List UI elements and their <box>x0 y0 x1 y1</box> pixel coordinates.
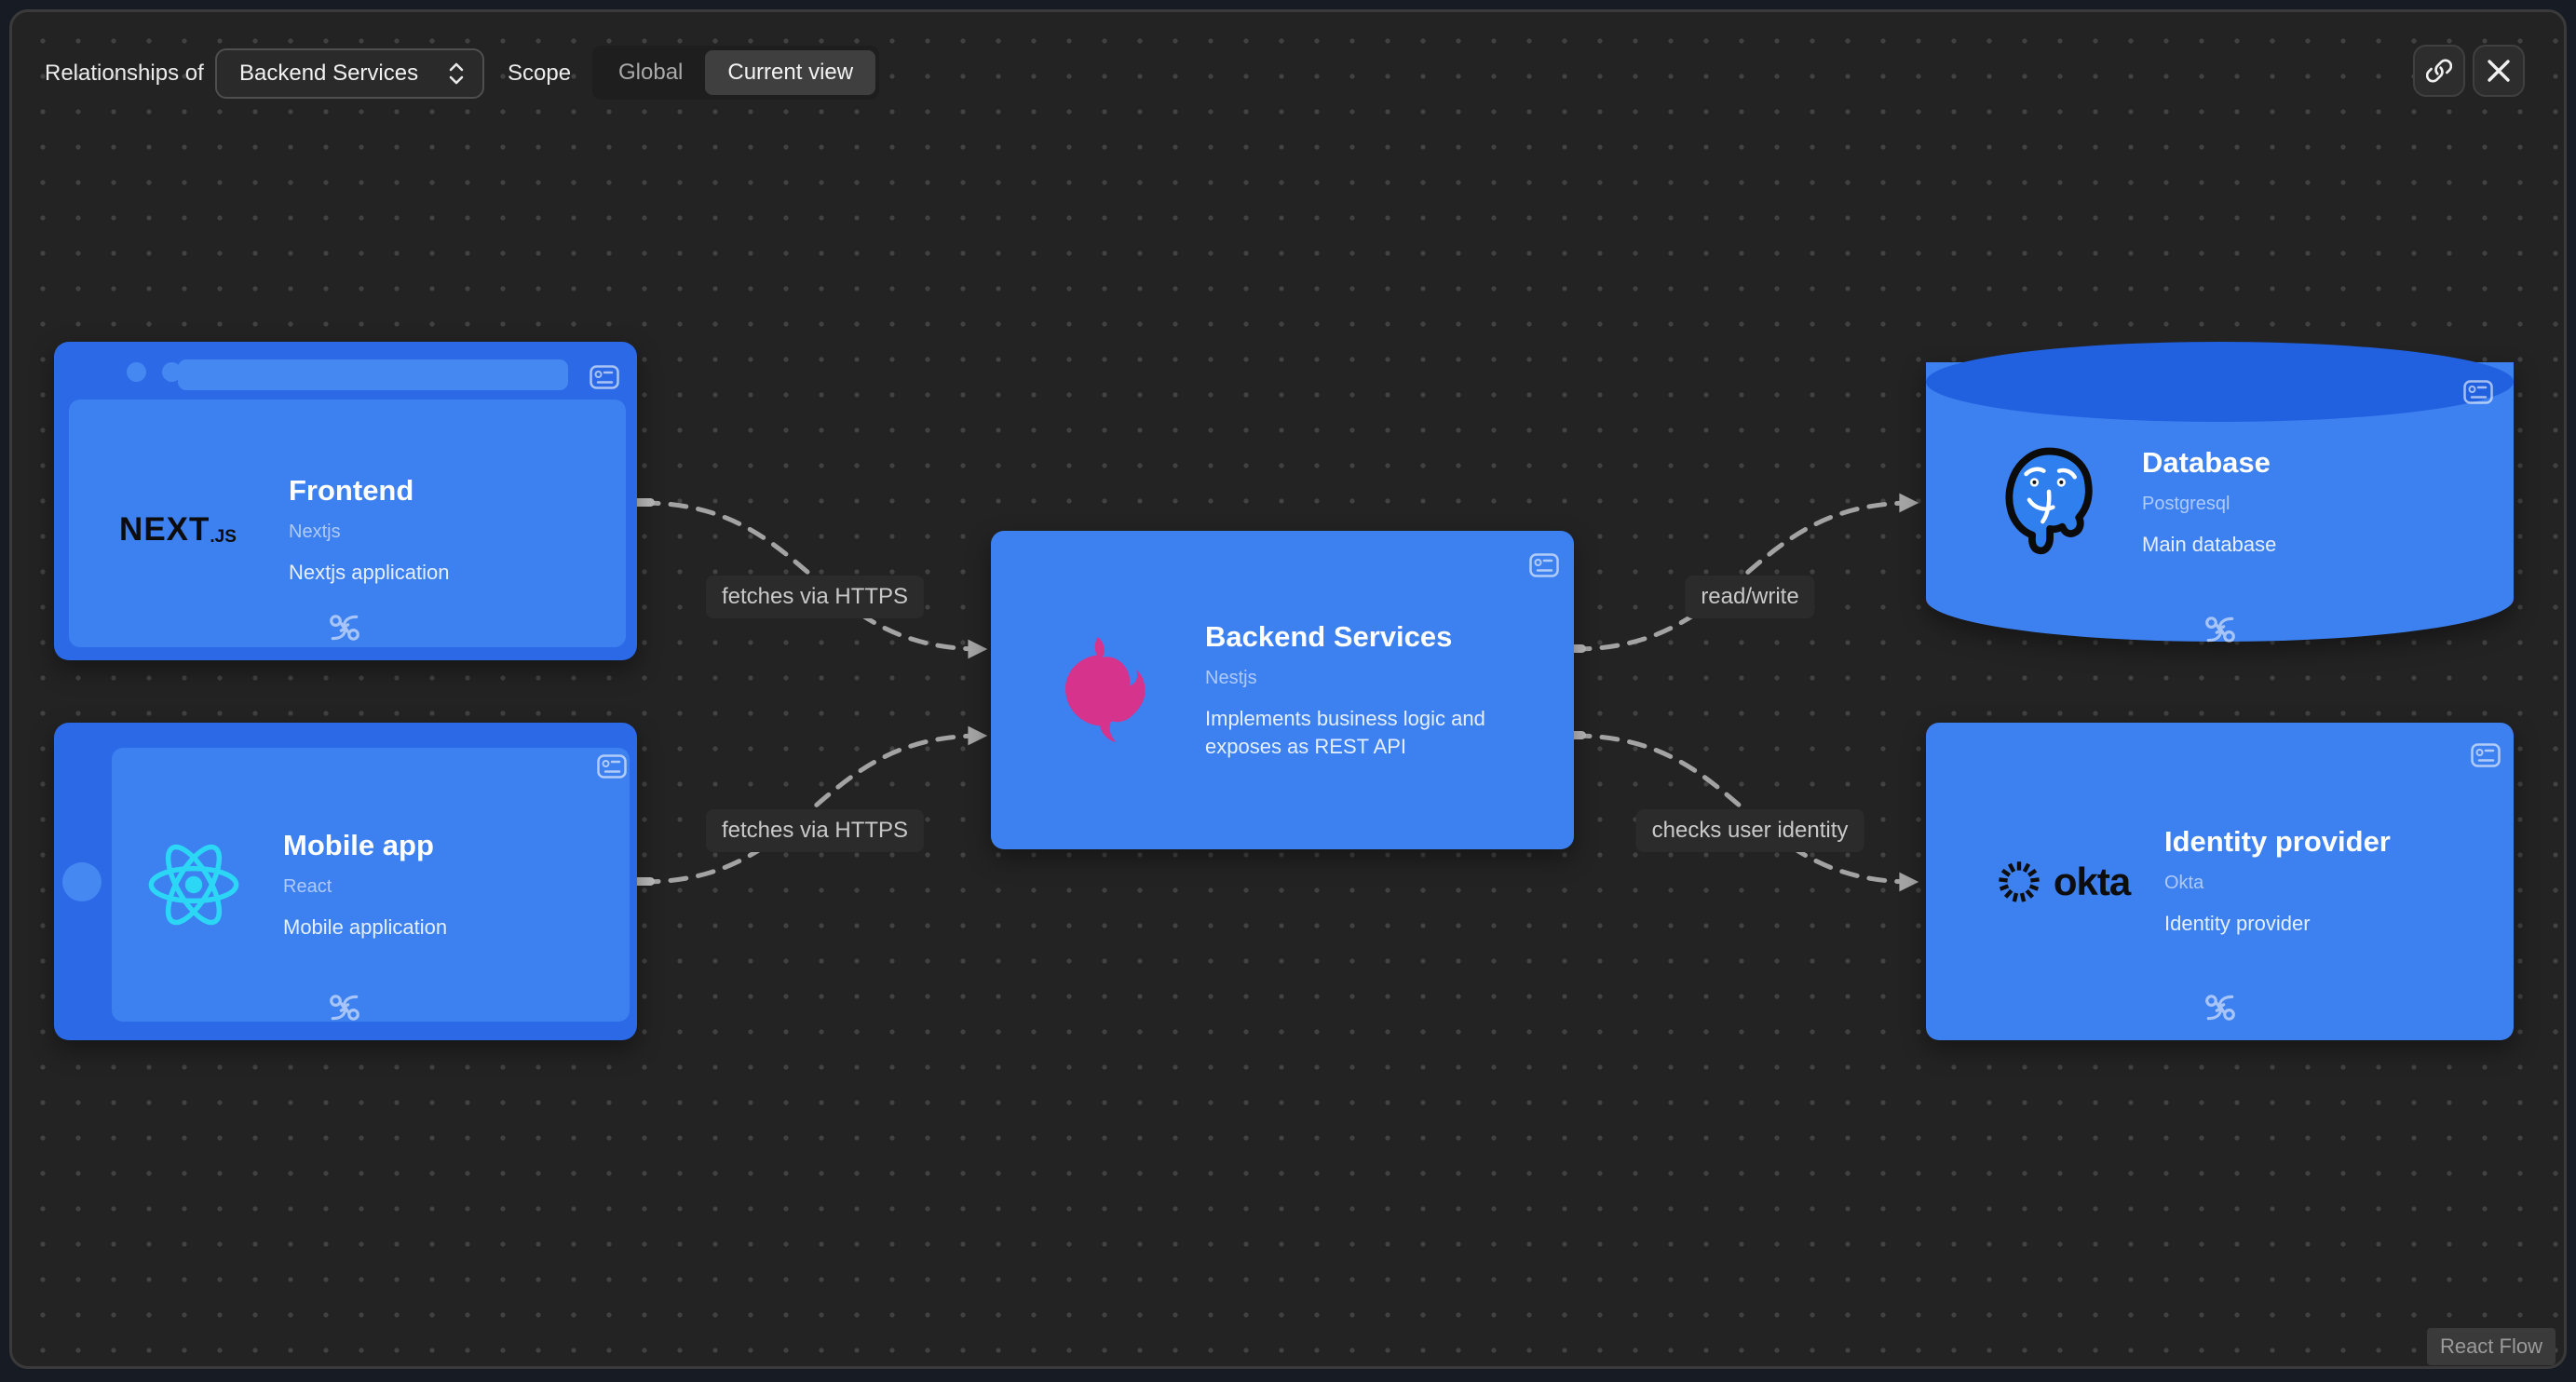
scope-option-global[interactable]: Global <box>618 60 684 85</box>
nestjs-logo <box>1047 635 1157 745</box>
edge-label: checks user identity <box>1635 809 1864 852</box>
handle-mobile-source[interactable] <box>630 877 655 886</box>
node-tech: Okta <box>2164 873 2204 894</box>
node-title: Frontend <box>289 473 414 507</box>
handle-backend-source-top[interactable] <box>1562 644 1586 653</box>
close-button[interactable] <box>2473 45 2525 97</box>
node-body: Backend Services Nestjs Implements busin… <box>991 531 1574 849</box>
relationships-of-label: Relationships of <box>45 61 204 86</box>
node-tech: Nextjs <box>289 521 341 542</box>
chevron-up-down-icon <box>449 62 464 85</box>
phone-home-button <box>62 862 102 901</box>
node-title: Mobile app <box>283 828 434 861</box>
node-description: Main database <box>2142 532 2277 556</box>
node-tech: React <box>283 875 332 897</box>
node-body: Mobile app React Mobile application <box>112 748 630 1022</box>
edge-backend-database <box>1571 493 1919 652</box>
edge-mobile-backend <box>640 725 988 885</box>
details-card-icon[interactable] <box>590 365 619 389</box>
link-icon <box>2426 59 2452 83</box>
browser-dot <box>162 362 182 382</box>
node-title: Identity provider <box>2164 825 2391 859</box>
node-title: Backend Services <box>1205 619 1453 653</box>
postgresql-logo <box>1989 446 2108 558</box>
scope-option-current-view[interactable]: Current view <box>705 50 876 95</box>
relationships-icon[interactable] <box>2203 615 2237 644</box>
nextjs-logo: NEXT.JS <box>119 511 237 548</box>
details-card-icon[interactable] <box>1529 553 1559 577</box>
details-card-icon[interactable] <box>2471 743 2501 767</box>
node-tech: Postgresql <box>2142 493 2230 514</box>
edge-label: read/write <box>1685 576 1815 618</box>
node-body: okta Identity provider Okta Identity pro… <box>1926 723 2514 1040</box>
okta-logo: okta <box>1991 855 2131 909</box>
node-description: Implements business logic and exposes as… <box>1205 706 1485 758</box>
edge-backend-identity <box>1571 733 1919 892</box>
close-icon <box>2488 60 2510 82</box>
browser-address-bar <box>178 359 568 390</box>
node-description: Mobile application <box>283 915 448 939</box>
handle-frontend-source[interactable] <box>630 498 655 507</box>
details-card-icon[interactable] <box>597 754 627 779</box>
node-selector-dropdown[interactable]: Backend Services <box>215 48 484 99</box>
react-flow-attribution[interactable]: React Flow <box>2426 1328 2556 1365</box>
node-backend-services[interactable]: Backend Services Nestjs Implements busin… <box>991 531 1574 849</box>
relationships-icon[interactable] <box>328 993 361 1023</box>
relationships-icon[interactable] <box>328 613 361 643</box>
node-body: NEXT.JS Frontend Nextjs Nextjs applicati… <box>54 400 637 660</box>
edge-label: fetches via HTTPS <box>705 809 925 852</box>
node-description: Nextjs application <box>289 560 450 584</box>
browser-dot <box>127 362 146 382</box>
browser-viewport <box>69 400 626 647</box>
node-frontend[interactable]: NEXT.JS Frontend Nextjs Nextjs applicati… <box>54 342 637 660</box>
node-database-body[interactable]: Database Postgresql Main database <box>1926 362 2514 642</box>
copy-link-button[interactable] <box>2413 45 2465 97</box>
database-cylinder-lid <box>1926 342 2514 422</box>
relationships-icon[interactable] <box>2203 993 2237 1023</box>
scope-segmented-control: Global Current view <box>592 46 880 100</box>
edge-frontend-backend <box>640 500 988 659</box>
details-card-icon[interactable] <box>2463 380 2493 404</box>
handle-backend-source-bottom[interactable] <box>1562 731 1586 739</box>
node-tech: Nestjs <box>1205 667 1257 688</box>
react-logo <box>138 842 250 928</box>
node-identity-provider[interactable]: okta Identity provider Okta Identity pro… <box>1926 723 2514 1040</box>
edge-label: fetches via HTTPS <box>705 576 925 618</box>
node-title: Database <box>2142 445 2271 479</box>
node-description: Identity provider <box>2164 912 2311 936</box>
scope-label: Scope <box>508 61 572 86</box>
node-selector-value: Backend Services <box>239 61 419 86</box>
node-mobile-app[interactable]: Mobile app React Mobile application <box>54 723 637 1040</box>
